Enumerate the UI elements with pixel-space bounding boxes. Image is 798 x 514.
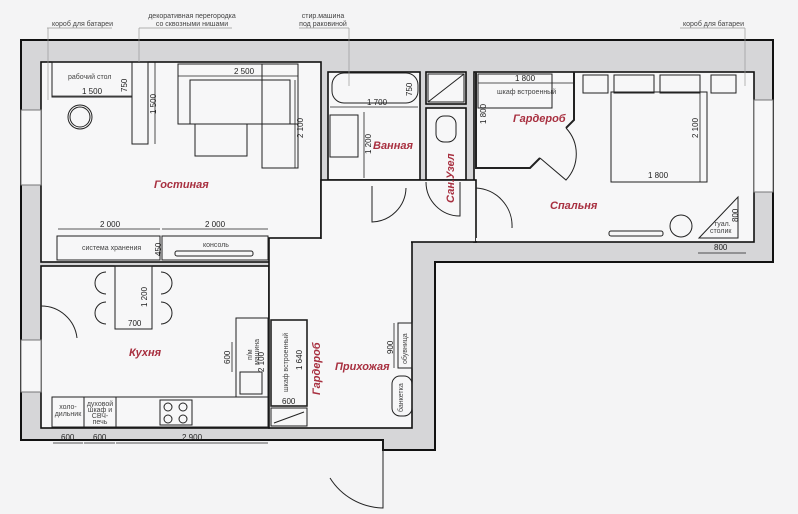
dim-closet-depth: 1 800 (479, 103, 488, 124)
dim-desk-depth: 750 (120, 78, 129, 92)
counter-side (235, 317, 269, 398)
storage-system (56, 235, 161, 261)
bathtub (331, 72, 419, 104)
dim-dressing-w: 800 (714, 243, 728, 252)
dressing-table (697, 195, 739, 239)
callout-washer-line2: под раковиной (299, 21, 347, 28)
corridor-fill (322, 181, 475, 241)
window-kitchen (20, 339, 42, 393)
dim-closet-width: 1 800 (515, 74, 536, 83)
pouf (669, 214, 693, 238)
toilet-floor (425, 107, 467, 181)
callout-battery-box-left: короб для батареи (52, 21, 113, 28)
callout-decor-partition-line2: со сквозными нишами (155, 21, 229, 28)
room-label-hallway: Прихожая (335, 361, 390, 373)
dim-table-len: 1 200 (140, 286, 149, 307)
dim-oven-w: 600 (93, 433, 107, 442)
window-living (20, 109, 42, 186)
dim-desk-width: 1 500 (82, 87, 103, 96)
wardrobe-door (539, 127, 577, 181)
oven (83, 396, 117, 428)
kitchen-sink (239, 371, 263, 395)
label-shoe-rack: обувница (402, 333, 409, 364)
label-console: консоль (203, 242, 229, 249)
label-dishwasher-1: п/м (247, 349, 254, 360)
label-dressing-table-2: столик (710, 228, 732, 235)
console (161, 235, 269, 261)
dim-shoe-len: 900 (386, 340, 395, 354)
window-bedroom (753, 99, 774, 193)
toilet-bowl (435, 115, 457, 143)
dining-table (114, 265, 153, 330)
dim-bed-len: 2 100 (691, 117, 700, 138)
dim-table-width: 700 (128, 319, 142, 328)
label-closet-bedroom: шкаф встроенный (497, 89, 557, 96)
callout-battery-box-right: короб для батареи (683, 21, 744, 28)
callout-decor-partition-line1: декоративная перегородка (148, 13, 236, 20)
decor-partition (131, 61, 149, 145)
shower-cabinet (427, 73, 465, 103)
coffee-table (194, 123, 248, 157)
dim-dishwasher-len: 600 (223, 350, 232, 364)
dim-bath-len: 1 700 (367, 98, 388, 107)
room-label-living: Гостиная (154, 179, 209, 191)
label-closet-hall: шкаф встроенный (283, 332, 290, 392)
bathroom-door (371, 186, 407, 223)
bathroom-sink (329, 114, 359, 158)
label-fridge-2: дильник (54, 411, 82, 418)
dim-counter-side: 2 100 (257, 351, 266, 372)
built-in-closet (477, 73, 553, 109)
dim-hall-closet-len: 1 640 (295, 349, 304, 370)
label-dressing-table-1: туал. (714, 221, 731, 228)
dim-dressing-d: 800 (731, 208, 740, 222)
bedroom-floor (473, 71, 755, 243)
wardrobe-walls (475, 72, 541, 169)
chair-round (67, 104, 93, 130)
dim-partition-len: 1 500 (149, 93, 158, 114)
label-oven-3: СВЧ- (91, 413, 109, 420)
label-storage-system: система хранения (82, 245, 142, 252)
tv-bedroom (608, 230, 664, 237)
label-desk: рабочий стол (68, 74, 112, 81)
room-label-kitchen: Кухня (129, 347, 162, 359)
label-oven-2: шкаф и (87, 407, 113, 414)
dim-console-width: 2 000 (205, 220, 226, 229)
bench (391, 375, 413, 417)
dim-sink-len: 1 200 (364, 133, 373, 154)
bathroom-floor (327, 71, 421, 181)
cooktop (159, 399, 193, 426)
dim-bath-width: 750 (405, 82, 414, 96)
callout-washer-line1: стир.машина (301, 13, 345, 20)
kitchen-door (40, 305, 78, 339)
shoe-rack (397, 322, 413, 369)
label-fridge-1: холо- (59, 404, 77, 411)
dim-sofa-width: 2 500 (234, 67, 255, 76)
dim-fridge-w: 600 (61, 433, 75, 442)
label-bench: банкетка (398, 383, 405, 412)
bedroom-door (475, 187, 513, 229)
room-label-wardrobe-bedroom: Гардероб (513, 113, 566, 125)
dim-counter-w: 2 900 (182, 433, 203, 442)
dim-hall-closet-w: 600 (282, 397, 296, 406)
toilet-door (425, 181, 461, 217)
label-oven-1: духовой (86, 401, 114, 408)
label-oven-4: печь (92, 419, 108, 426)
room-label-wardrobe-hall: Гардероб (311, 342, 323, 395)
hall-fill (270, 239, 411, 427)
entrance-door (329, 440, 384, 509)
dim-storage-width: 2 000 (100, 220, 121, 229)
room-label-bathroom: Ванная (373, 140, 413, 152)
dim-storage-depth: 450 (154, 242, 163, 256)
dim-sofa-depth: 2 100 (296, 117, 305, 138)
room-label-toilet: Сан.Узел (445, 153, 457, 203)
dim-bed-width: 1 800 (648, 171, 669, 180)
room-label-bedroom: Спальня (550, 200, 598, 212)
